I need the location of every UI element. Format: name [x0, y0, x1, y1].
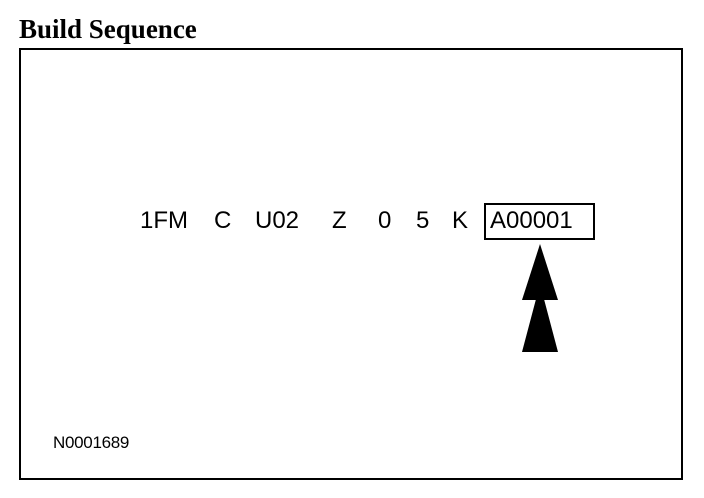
vin-segment-2: C	[214, 207, 232, 234]
vin-segment-6: 5	[416, 207, 430, 234]
reference-code: N0001689	[53, 433, 130, 452]
vin-segment-7: K	[452, 207, 469, 234]
diagram-title: Build Sequence	[19, 14, 197, 44]
diagram-frame	[19, 48, 683, 480]
build-sequence-number: A00001	[490, 207, 573, 234]
pointer-arrow-icon	[522, 244, 558, 352]
vin-segment-5: 0	[378, 207, 392, 234]
build-sequence-box	[484, 203, 595, 240]
vin-segment-4: Z	[332, 207, 347, 234]
vin-segment-1: 1FM	[140, 207, 188, 234]
vin-segment-3: U02	[255, 207, 300, 234]
